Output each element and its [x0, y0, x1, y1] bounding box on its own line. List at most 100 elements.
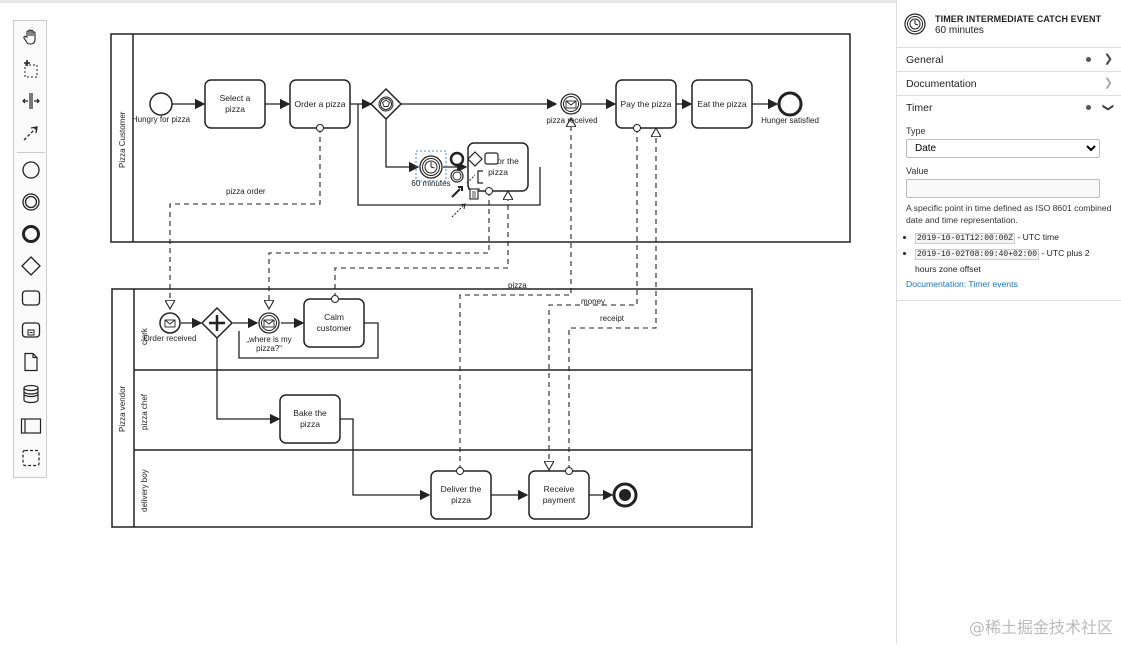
data-object-icon[interactable] — [18, 349, 44, 375]
task-bake-label-1: Bake the — [293, 408, 327, 418]
task-pay-label: Pay the pizza — [620, 99, 671, 109]
task-bake-label-2: pizza — [300, 419, 320, 429]
flow-pizza-label: pizza — [508, 281, 527, 290]
end-event-label: Hunger satisfied — [761, 116, 819, 125]
task-order-pizza[interactable]: Order a pizza — [290, 80, 350, 132]
type-label: Type — [906, 126, 1112, 136]
task-eat-pizza[interactable]: Eat the pizza — [692, 80, 752, 128]
event-where-label-2: pizza?“ — [256, 344, 282, 353]
example-item: 2019-10-02T08:09:40+02:00 - UTC plus 2 h… — [915, 246, 1112, 276]
append-task-icon[interactable] — [485, 153, 498, 164]
pool-vendor-label: Pizza vendor — [118, 385, 127, 432]
lasso-tool-icon[interactable] — [18, 56, 44, 82]
example-text: - UTC time — [1015, 232, 1059, 242]
example-item: 2019-10-01T12:00:00Z - UTC time — [915, 230, 1112, 246]
group-timer-label: Timer — [906, 102, 932, 114]
flow-receipt-label: receipt — [600, 314, 625, 323]
value-label: Value — [906, 166, 1112, 176]
value-description: A specific point in time defined as ISO … — [906, 202, 1112, 226]
start-event-hungry[interactable]: Hungry for pizza — [132, 93, 191, 124]
subprocess-icon[interactable] — [18, 317, 44, 343]
event-based-gateway[interactable] — [371, 89, 401, 119]
data-store-icon[interactable] — [18, 381, 44, 407]
properties-panel: TIMER INTERMEDIATE CATCH EVENT 60 minute… — [896, 0, 1121, 644]
task-receive-label-2: payment — [543, 495, 576, 505]
group-documentation[interactable]: Documentation ❯ — [897, 72, 1121, 96]
start-event-label: Hungry for pizza — [132, 115, 191, 124]
trash-icon[interactable] — [468, 189, 480, 199]
global-connect-tool-icon[interactable] — [18, 120, 44, 146]
example-code: 2019-10-01T12:00:00Z — [915, 233, 1015, 244]
order-received-label: Order received — [144, 334, 197, 343]
group-icon[interactable] — [18, 445, 44, 471]
task-receive-payment[interactable]: Receive payment — [529, 468, 589, 520]
timer-event-icon — [904, 13, 926, 40]
data-indicator-icon — [1086, 105, 1091, 110]
group-general-label: General — [906, 54, 943, 66]
space-tool-icon[interactable] — [18, 88, 44, 114]
append-intermediate-event-icon[interactable] — [451, 170, 463, 182]
append-text-annotation-icon[interactable] — [478, 171, 483, 183]
properties-header: TIMER INTERMEDIATE CATCH EVENT 60 minute… — [897, 0, 1121, 48]
timer-group-body: Type Date Value A specific point in time… — [897, 120, 1121, 301]
event-where-label-1: „where is my — [246, 335, 291, 344]
event-where-is-my-pizza[interactable]: „where is my pizza?“ — [246, 313, 291, 353]
task-pay-pizza[interactable]: Pay the pizza — [616, 80, 676, 132]
task-ask-label-1: or the — [497, 156, 519, 166]
group-general[interactable]: General ❯ — [897, 48, 1121, 72]
task-ask-pizza[interactable]: or the pizza — [468, 143, 528, 195]
task-calm-customer[interactable]: Calm customer — [304, 296, 364, 348]
group-documentation-label: Documentation — [906, 78, 977, 90]
diagram-canvas[interactable]: Pizza Customer Pizza vendor clerk pizza … — [0, 0, 896, 644]
task-bake-pizza[interactable]: Bake the pizza — [280, 395, 340, 443]
event-order-received[interactable]: Order received — [144, 313, 197, 343]
task-receive-label-1: Receive — [544, 484, 575, 494]
timer-type-select[interactable]: Date — [906, 139, 1100, 158]
timer-event-label: 60 minutes — [411, 179, 450, 188]
parallel-gateway[interactable] — [202, 308, 232, 338]
tool-palette — [13, 20, 47, 478]
flow-pizza-order-label: pizza order — [226, 187, 266, 196]
task-calm-label-2: customer — [317, 323, 352, 333]
wrench-icon[interactable] — [452, 187, 462, 197]
documentation-link[interactable]: Documentation: Timer events — [906, 279, 1112, 289]
end-event-hunger-satisfied[interactable]: Hunger satisfied — [761, 93, 819, 125]
header-subtitle: 60 minutes — [935, 25, 984, 36]
end-event-icon[interactable] — [18, 221, 44, 247]
task-deliver-label-2: pizza — [451, 495, 471, 505]
chevron-right-icon[interactable]: ❯ — [1104, 76, 1113, 89]
lane-delivery-label: delivery boy — [140, 469, 149, 512]
pool-customer-label: Pizza Customer — [118, 111, 127, 168]
append-end-event-icon[interactable] — [451, 153, 463, 165]
chevron-right-icon[interactable]: ❯ — [1104, 52, 1113, 65]
event-received-label: pizza received — [546, 116, 597, 125]
task-select-label-1: Select a — [220, 93, 251, 103]
task-eat-label: Eat the pizza — [697, 99, 746, 109]
task-deliver-label-1: Deliver the — [441, 484, 482, 494]
start-event-icon[interactable] — [18, 157, 44, 183]
pool-icon[interactable] — [18, 413, 44, 439]
task-order-label: Order a pizza — [294, 99, 345, 109]
end-event-vendor[interactable] — [614, 484, 636, 506]
group-timer[interactable]: Timer ❯ — [897, 96, 1121, 120]
timer-intermediate-event-selected[interactable]: 60 minutes — [411, 151, 450, 188]
event-pizza-received[interactable]: pizza received — [546, 94, 597, 125]
chevron-down-icon[interactable]: ❯ — [1102, 103, 1115, 112]
lane-chef-label: pizza chef — [140, 393, 149, 430]
watermark: @稀土掘金技术社区 — [969, 614, 1113, 638]
data-indicator-icon — [1086, 57, 1091, 62]
pool-customer[interactable]: Pizza Customer — [111, 34, 850, 242]
flow-money-label: money — [581, 297, 605, 306]
task-deliver-pizza[interactable]: Deliver the pizza — [431, 468, 491, 520]
connect-arrow-icon[interactable] — [452, 204, 465, 217]
timer-value-input[interactable] — [906, 179, 1100, 198]
intermediate-event-icon[interactable] — [18, 189, 44, 215]
task-select-label-2: pizza — [225, 104, 245, 114]
task-calm-label-1: Calm — [324, 312, 344, 322]
task-icon[interactable] — [18, 285, 44, 311]
task-ask-label-2: pizza — [488, 167, 508, 177]
gateway-icon[interactable] — [18, 253, 44, 279]
examples-list: 2019-10-01T12:00:00Z - UTC time 2019-10-… — [915, 230, 1112, 276]
hand-tool-icon[interactable] — [18, 24, 44, 50]
task-select-pizza[interactable]: Select a pizza — [205, 80, 265, 128]
